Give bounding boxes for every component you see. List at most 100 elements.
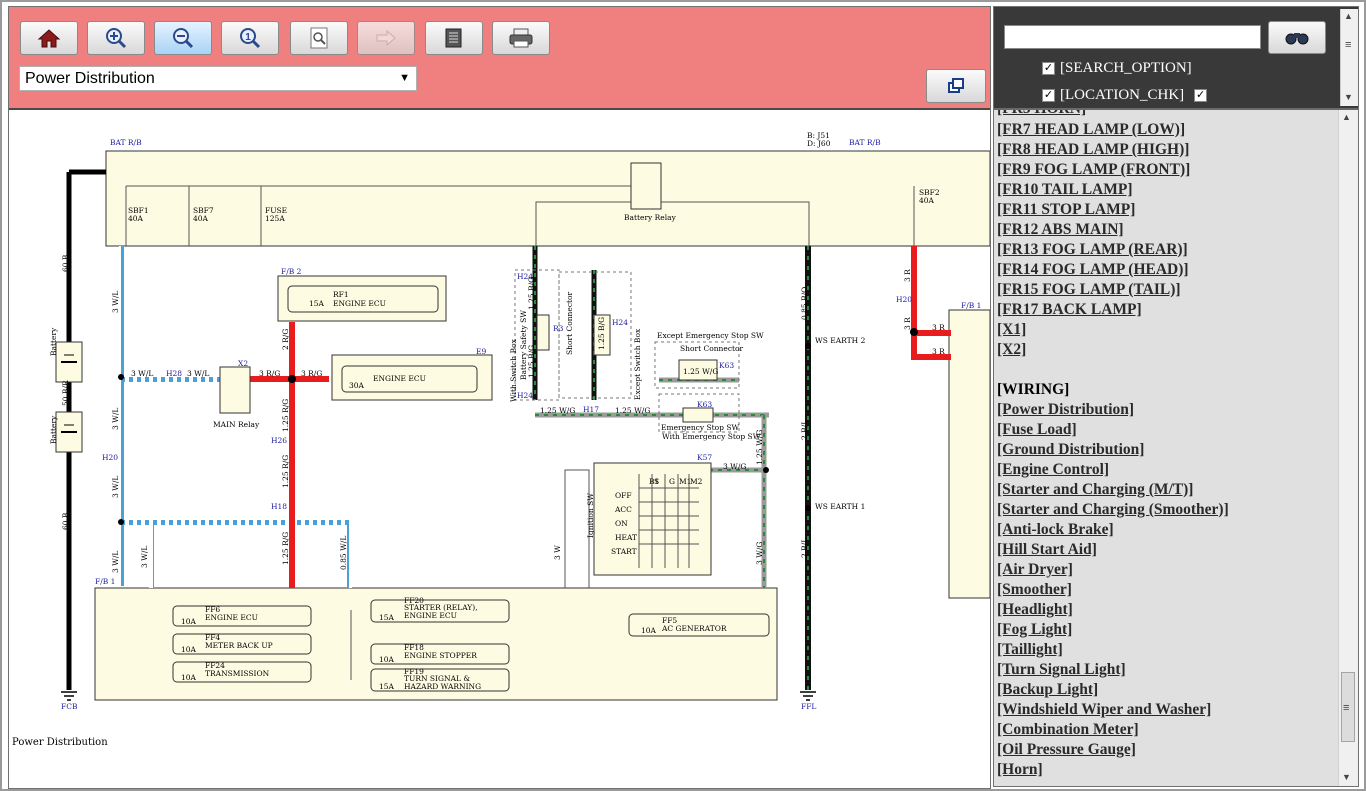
toc-link[interactable]: [Starter and Charging (M/T)] [997, 481, 1194, 498]
navigation-pane: ✓ [SEARCH_OPTION] ✓ [LOCATION_CHK] ✓ ▲ ≡… [993, 6, 1359, 787]
scroll-up-icon[interactable]: ▲ [1342, 112, 1351, 122]
new-window-icon [948, 78, 964, 93]
options-scrollbar[interactable]: ▲ ≡ ▼ [1340, 9, 1358, 106]
toc-link[interactable]: [Oil Pressure Gauge] [997, 741, 1136, 758]
toc-link[interactable]: [Air Dryer] [997, 561, 1073, 578]
location-check-checkbox[interactable]: ✓ [1042, 89, 1055, 102]
popout-button[interactable] [926, 69, 986, 103]
fuse-label: RF1 [333, 290, 349, 299]
chevron-down-icon: ▼ [399, 72, 410, 84]
wiring-diagram[interactable]: BAT R/B BAT R/B B: J51 D: J60 SBF1 40A S… [9, 110, 990, 788]
wire-label: 3 W/L [187, 369, 210, 378]
zoom-actual-icon: 1 [240, 28, 261, 49]
battery-relay-label: Battery Relay [624, 213, 676, 222]
section-header: [WIRING] [997, 381, 1070, 398]
toc-link[interactable]: [FR5 HORN] [997, 110, 1086, 118]
fuse-amp: 40A [128, 214, 143, 223]
search-option-checkbox[interactable]: ✓ [1042, 62, 1055, 75]
toc-link[interactable]: [Windshield Wiper and Washer] [997, 701, 1212, 718]
document-select[interactable]: Power Distribution ▼ [19, 66, 417, 91]
main-relay-label: MAIN Relay [213, 420, 260, 429]
notes-button[interactable] [425, 21, 483, 55]
ignition-col: M2 [690, 477, 703, 486]
toc-link[interactable]: [Power Distribution] [997, 401, 1135, 418]
toc-link[interactable]: [FR12 ABS MAIN] [997, 221, 1124, 238]
ignition-row: HEAT [615, 533, 638, 542]
connector-label: H20 [102, 453, 119, 462]
print-button[interactable] [492, 21, 550, 55]
scroll-grip-icon: ≡ [1345, 39, 1352, 51]
search-option-row[interactable]: ✓ [SEARCH_OPTION] [1042, 60, 1192, 77]
connector-label: K57 [697, 453, 713, 462]
search-option-label: [SEARCH_OPTION] [1060, 60, 1192, 76]
toc-list: [FR5 HORN] [FR7 HEAD LAMP (LOW)] [FR8 HE… [994, 110, 1340, 786]
short-connector-label: Short Connector [565, 291, 574, 355]
toc-link[interactable]: [FR9 FOG LAMP (FRONT)] [997, 161, 1191, 178]
connector-label: D: J60 [807, 139, 831, 148]
fuse-label: SBF7 [193, 206, 214, 215]
toc-link[interactable]: [X1] [997, 321, 1027, 338]
search-input[interactable] [1004, 25, 1261, 49]
wire-label: 1.25 B/G [527, 276, 536, 310]
fuse-name: TURN SIGNAL & HAZARD WARNING [404, 674, 482, 691]
home-button[interactable] [20, 21, 78, 55]
toc-link[interactable]: [FR14 FOG LAMP (HEAD)] [997, 261, 1189, 278]
wire-label: 1.25 B/G [527, 344, 536, 378]
toc-link[interactable]: [Smoother] [997, 581, 1072, 598]
wire-label: 3 R/G [259, 369, 281, 378]
wire-label: 1.25 W/G [615, 406, 651, 415]
toc-link[interactable]: [Fuse Load] [997, 421, 1077, 438]
toc-link[interactable]: [Headlight] [997, 601, 1073, 618]
wire-label: 1.25 W/G [540, 406, 576, 415]
toc-link[interactable]: [X2] [997, 341, 1027, 358]
connector-label: H24 [612, 318, 629, 327]
wiring-diagram-canvas [55, 150, 990, 701]
toc-link[interactable]: [Engine Control] [997, 461, 1110, 478]
wire-label: 50 B/R [61, 380, 70, 406]
scroll-up-icon[interactable]: ▲ [1344, 11, 1353, 21]
connector-label: H17 [583, 405, 600, 414]
toc-link[interactable]: [Combination Meter] [997, 721, 1139, 738]
zoom-out-button[interactable] [154, 21, 212, 55]
toc-link[interactable]: [FR13 FOG LAMP (REAR)] [997, 241, 1188, 258]
toc-link[interactable]: [FR11 STOP LAMP] [997, 201, 1136, 218]
toc-link[interactable]: [Hill Start Aid] [997, 541, 1097, 558]
toc-link[interactable]: [Horn] [997, 761, 1043, 778]
wire-label: 0.85 W/L [339, 535, 348, 570]
toc-link[interactable]: [Fog Light] [997, 621, 1073, 638]
search-button[interactable] [1268, 21, 1326, 54]
connector-label: X2 [238, 359, 249, 368]
forward-button[interactable] [357, 21, 415, 55]
toc-link[interactable]: [FR15 FOG LAMP (TAIL)] [997, 281, 1181, 298]
toc-link[interactable]: [Anti-lock Brake] [997, 521, 1114, 538]
fit-button[interactable] [290, 21, 348, 55]
toc-link[interactable]: [FR7 HEAD LAMP (LOW)] [997, 121, 1186, 138]
fuse-name: METER BACK UP [205, 641, 273, 650]
extra-checkbox[interactable]: ✓ [1194, 89, 1208, 102]
toc-link[interactable]: [FR8 HEAD LAMP (HIGH)] [997, 141, 1190, 158]
fuse-amp: 10A [379, 655, 394, 664]
scroll-down-icon[interactable]: ▼ [1344, 92, 1353, 102]
earth-label: WS EARTH 1 [815, 502, 866, 511]
bat-rb-label: BAT R/B [110, 138, 142, 147]
scroll-down-icon[interactable]: ▼ [1342, 772, 1351, 782]
scroll-thumb[interactable] [1341, 672, 1355, 742]
toc-link[interactable]: [Ground Distribution] [997, 441, 1145, 458]
wire-label: 1.25 B/G [597, 316, 606, 350]
wire-label: 2 R/G [281, 328, 290, 350]
toc-link[interactable]: [FR10 TAIL LAMP] [997, 181, 1133, 198]
toc-link[interactable]: [Starter and Charging (Smoother)] [997, 501, 1229, 518]
wire-label: 3 W/L [111, 475, 120, 498]
zoom-in-button[interactable] [87, 21, 145, 55]
location-check-row[interactable]: ✓ [LOCATION_CHK] ✓ [1042, 87, 1212, 104]
fuse-label: FF20 [404, 596, 424, 605]
wire-label: 1.25 R/G [281, 398, 290, 432]
toc-link[interactable]: [Backup Light] [997, 681, 1099, 698]
toc-link[interactable]: [FR17 BACK LAMP] [997, 301, 1142, 318]
connector-label: E9 [476, 347, 487, 356]
toc-scrollbar[interactable]: ▲ ≡ ▼ [1338, 110, 1358, 786]
toc-link[interactable]: [Turn Signal Light] [997, 661, 1126, 678]
toc-link[interactable]: [Taillight] [997, 641, 1063, 658]
zoom-reset-button[interactable]: 1 [221, 21, 279, 55]
